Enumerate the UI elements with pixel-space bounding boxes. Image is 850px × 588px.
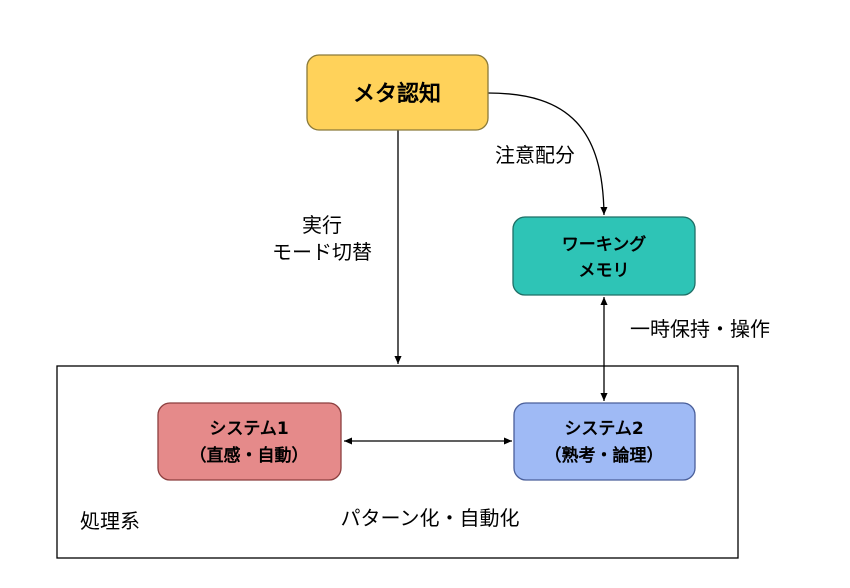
meta-cognition-label: メタ認知 [353,81,441,107]
system1-title: システム1 [209,419,288,439]
edge-label-mode-switch: モード切替 [272,240,372,264]
working-memory-box [512,216,696,296]
system2-box [513,402,696,481]
node-system1[interactable]: システム1 （直感・自動） [157,402,342,481]
container-label: 処理系 [80,509,140,533]
edge-label-patternization: パターン化・自動化 [341,506,520,530]
edge-meta-to-working-memory [487,92,608,216]
node-working-memory[interactable]: ワーキング メモリ [512,216,696,296]
working-memory-line1: ワーキング [562,234,647,255]
edge-label-attention-allocation: 注意配分 [495,143,575,167]
edge-label-execute: 実行 [302,213,342,237]
edge-label-temporary-hold: 一時保持・操作 [630,317,770,341]
node-meta-cognition[interactable]: メタ認知 [306,54,489,131]
system2-title: システム2 [564,419,643,439]
system1-subtitle: （直感・自動） [190,445,309,466]
system1-box [157,402,342,481]
node-system2[interactable]: システム2 （熟考・論理） [513,402,696,481]
meta-cognition-box [306,54,489,131]
working-memory-line2: メモリ [579,261,630,281]
system2-subtitle: （熟考・論理） [545,445,664,466]
